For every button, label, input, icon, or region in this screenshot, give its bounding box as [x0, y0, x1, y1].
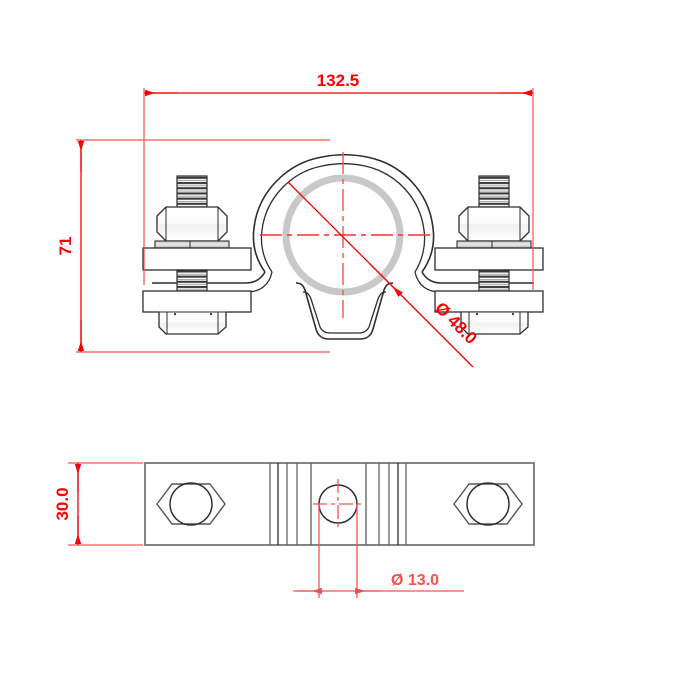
flange-plate-left-upper: [142, 247, 252, 271]
flange-plate-right-upper: [434, 247, 544, 271]
dim-label-overall-width: 132.5: [317, 71, 360, 90]
hex-nut-plan-left: [156, 483, 226, 525]
bottom-view-dimensions: 30.0 Ø 13.0: [53, 462, 464, 598]
stud-thread-right-upper: [478, 175, 510, 209]
dim-leader-extension: [397, 291, 474, 368]
clamp-saddle-outer: [252, 153, 435, 273]
clamp-leg-inner: [302, 291, 387, 334]
washer-left-upper: [154, 240, 230, 249]
washer-right-upper: [456, 240, 532, 249]
stud-thread-left-upper: [176, 175, 208, 209]
stud-thread-left-mid: [176, 269, 208, 292]
clamp-leg-outer: [295, 282, 394, 340]
clamp-arm-right-upper: [421, 271, 534, 284]
dim-label-hole-diameter: Ø 13.0: [391, 572, 439, 589]
hex-nut-plan-right: [453, 483, 523, 525]
bolt-circle-plan-left: [169, 482, 213, 526]
stud-thread-right-mid: [478, 269, 510, 292]
bolt-assembly-left: [142, 175, 252, 335]
bolt-assembly-right: [434, 175, 544, 335]
hex-nut-right-upper: [458, 206, 530, 242]
clamp-arm-left-upper: [152, 271, 266, 284]
hex-nut-left-lower: [158, 312, 227, 335]
hex-nut-right-lower: [460, 312, 529, 335]
hex-nut-left-upper: [156, 206, 228, 242]
dim-label-plate-height: 30.0: [53, 487, 72, 520]
bolt-circle-plan-right: [466, 482, 510, 526]
dim-label-overall-height: 71: [56, 237, 75, 256]
front-view-geometry: [142, 153, 544, 340]
